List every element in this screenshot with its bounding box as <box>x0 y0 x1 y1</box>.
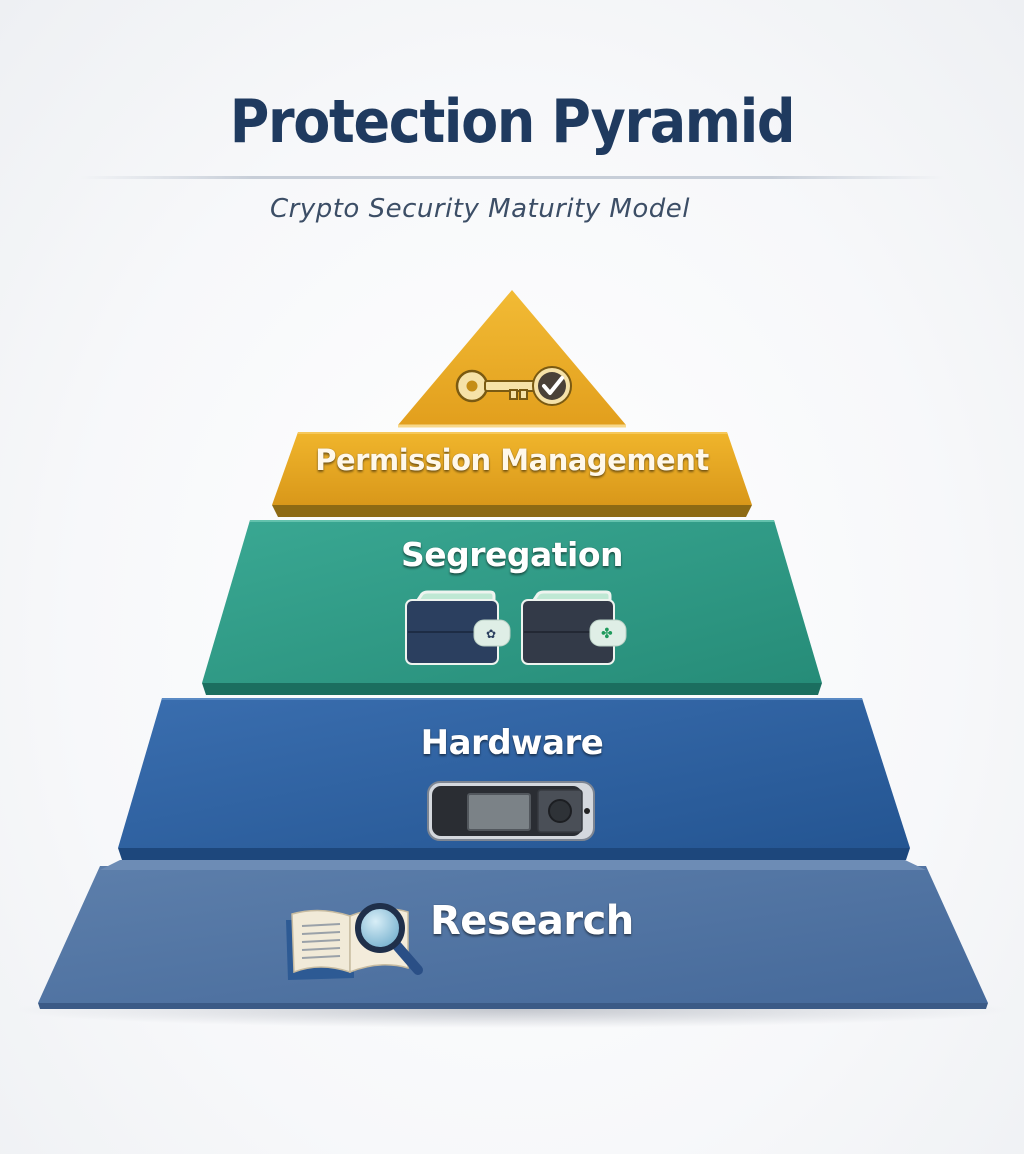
tier-label-research: Research <box>430 898 634 944</box>
two-wallets-icon: ✿ ✤ <box>405 590 627 665</box>
page-title: Protection Pyramid <box>229 87 796 157</box>
tier-research <box>38 860 988 1009</box>
tier-label-hardware: Hardware <box>420 723 604 763</box>
tier-label-permission-management: Permission Management <box>315 443 709 477</box>
page-subtitle: Crypto Security Maturity Model <box>270 194 690 224</box>
key-check-icon <box>455 366 572 406</box>
hardware-wallet-icon <box>427 781 595 841</box>
tier-permission-management <box>272 432 752 517</box>
wallet-icon: ✤ <box>521 590 627 665</box>
tier-segregation <box>202 520 822 695</box>
tier-hardware <box>118 698 910 860</box>
wallet-icon: ✿ <box>405 590 511 665</box>
svg-text:✤: ✤ <box>601 626 613 642</box>
tier-label-segregation: Segregation <box>400 535 624 574</box>
title-divider <box>80 176 944 179</box>
tier-apex <box>398 290 626 428</box>
book-magnifier-icon <box>286 903 423 980</box>
svg-text:✿: ✿ <box>486 627 496 641</box>
